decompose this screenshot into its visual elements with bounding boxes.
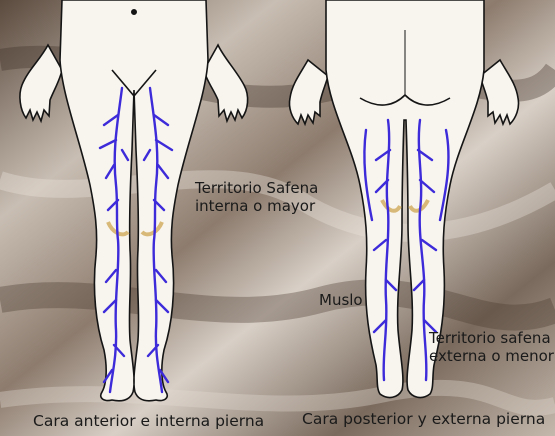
caption-back: Cara posterior y externa pierna — [302, 410, 545, 428]
label-territory-great-saphenous: Territorio Safena interna o mayor — [195, 179, 318, 215]
label-territory-small-line2: externa o menor — [429, 347, 554, 365]
label-territory-small-line1: Territorio safena — [429, 329, 554, 347]
label-thigh: Muslo — [319, 291, 363, 309]
label-territory-great-line1: Territorio Safena — [195, 179, 318, 197]
caption-front: Cara anterior e interna pierna — [33, 412, 264, 430]
front-navel — [132, 10, 136, 14]
label-territory-small-saphenous: Territorio safena externa o menor — [429, 329, 554, 365]
label-territory-great-line2: interna o mayor — [195, 197, 318, 215]
